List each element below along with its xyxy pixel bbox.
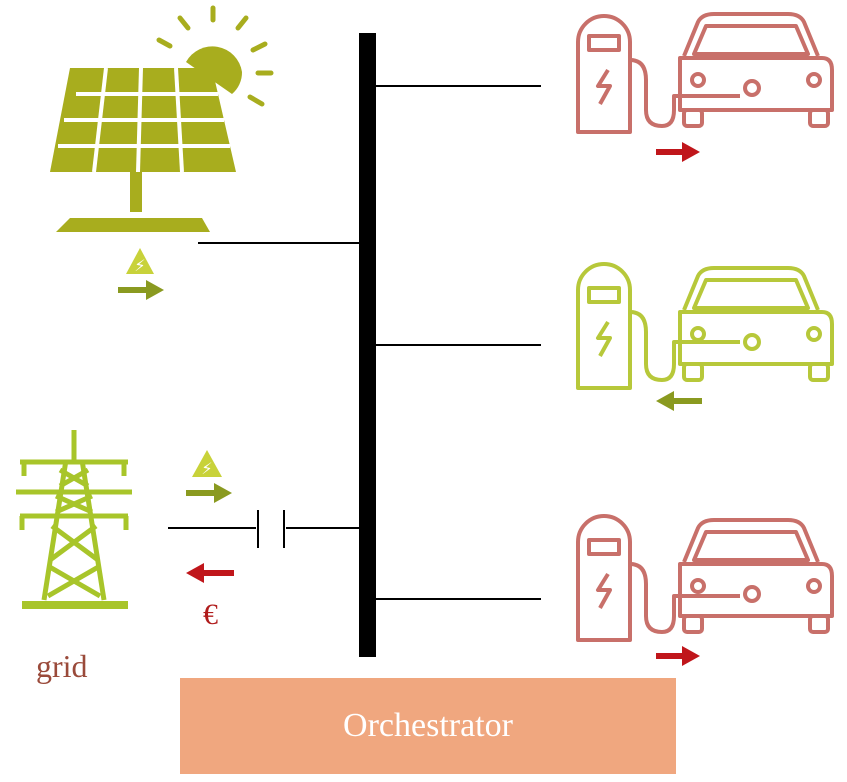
arrow-icon: [656, 142, 700, 162]
orchestrator-box: Orchestrator: [180, 678, 676, 774]
warning-icon: ⚡: [126, 248, 154, 275]
car-icon: [678, 266, 834, 382]
grid-label: grid: [36, 648, 88, 684]
ev-charger-icon: [576, 262, 740, 390]
car-icon: [678, 518, 834, 634]
bus-bar: [359, 33, 376, 657]
capacitor-icon: [257, 510, 285, 548]
currency-label: €: [203, 598, 218, 631]
ev-charger-icon: [576, 514, 740, 642]
solar-panel-icon: [50, 67, 236, 232]
svg-text:⚡: ⚡: [201, 459, 212, 478]
orchestrator-label: Orchestrator: [343, 707, 513, 744]
sun-icon: [156, 5, 274, 107]
transmission-tower-icon: [16, 430, 132, 609]
car-icon: [678, 12, 834, 128]
arrow-icon: [186, 563, 234, 583]
warning-icon: ⚡: [192, 450, 222, 478]
ev-charger-icon: [576, 14, 740, 134]
arrow-icon: [118, 280, 164, 300]
arrow-icon: [656, 391, 702, 411]
arrow-icon: [656, 646, 700, 666]
svg-text:⚡: ⚡: [134, 256, 145, 275]
arrow-icon: [186, 483, 232, 503]
